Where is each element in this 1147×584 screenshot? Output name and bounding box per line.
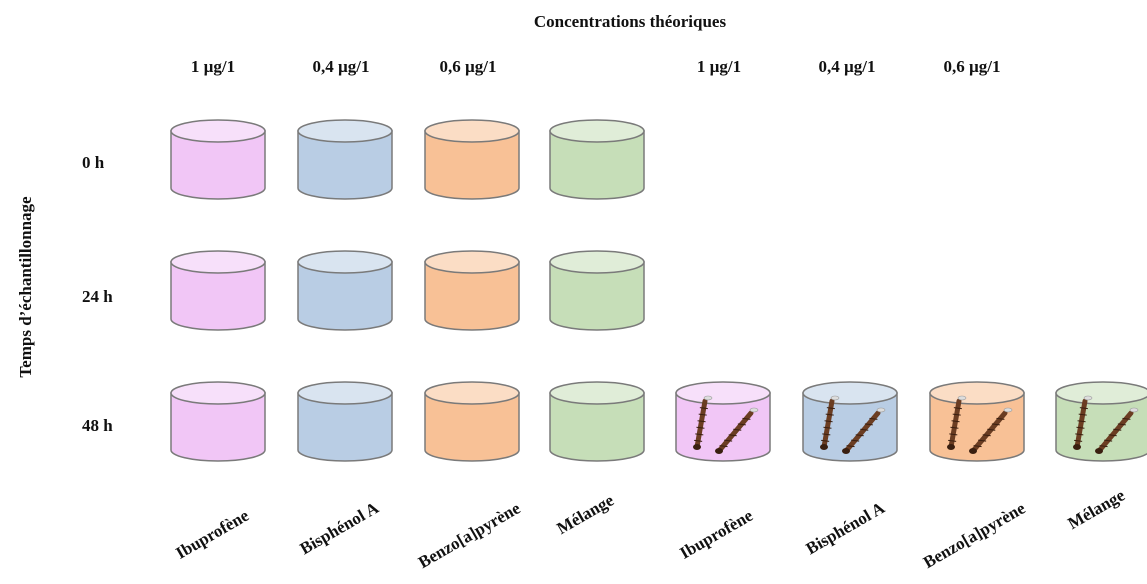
beaker	[549, 381, 645, 462]
beaker-with-larvae	[802, 381, 898, 462]
compound-label: Benzo[a]pyrène	[920, 498, 1029, 572]
beaker	[297, 119, 393, 200]
concentration-labels: 1 µg/1 0,4 µg/1 0,6 µg/1 1 µg/1 0,4 µg/1…	[191, 57, 1001, 76]
concentration-label: 0,4 µg/1	[818, 57, 875, 76]
larva-icon	[1073, 395, 1139, 454]
beaker	[424, 250, 520, 331]
compound-label: Bisphénol A	[297, 498, 383, 559]
larva-icon	[693, 395, 759, 454]
beaker-with-larvae	[1055, 381, 1147, 462]
concentration-label: 1 µg/1	[191, 57, 235, 76]
compound-label: Benzo[a]pyrène	[415, 498, 524, 572]
beaker	[549, 250, 645, 331]
beaker-with-larvae	[675, 381, 771, 462]
beaker	[297, 250, 393, 331]
larva-icon	[947, 395, 1013, 454]
compound-labels: Ibuprofène Bisphénol A Benzo[a]pyrène Mé…	[172, 485, 1128, 572]
compound-label: Ibuprofène	[172, 506, 252, 563]
beaker	[424, 119, 520, 200]
diagram-title: Concentrations théoriques	[534, 12, 727, 31]
concentration-label: 0,6 µg/1	[943, 57, 1000, 76]
beaker	[424, 381, 520, 462]
beaker-with-larvae	[929, 381, 1025, 462]
time-label: 24 h	[82, 287, 113, 306]
time-label: 48 h	[82, 416, 113, 435]
larva-icon	[820, 395, 886, 454]
compound-label: Bisphénol A	[803, 498, 889, 559]
concentration-label: 1 µg/1	[697, 57, 741, 76]
beaker	[297, 381, 393, 462]
beaker	[549, 119, 645, 200]
compound-label: Ibuprofène	[676, 506, 756, 563]
beaker	[170, 250, 266, 331]
compound-label: Mélange	[554, 490, 618, 538]
y-axis-label: Temps d’échantillonnage	[16, 196, 35, 378]
compound-label: Mélange	[1065, 485, 1129, 533]
beaker	[170, 119, 266, 200]
time-label: 0 h	[82, 153, 105, 172]
beaker-grid	[170, 119, 1147, 462]
concentration-label: 0,6 µg/1	[439, 57, 496, 76]
beaker	[170, 381, 266, 462]
time-labels: 0 h 24 h 48 h	[82, 153, 113, 435]
concentration-label: 0,4 µg/1	[312, 57, 369, 76]
